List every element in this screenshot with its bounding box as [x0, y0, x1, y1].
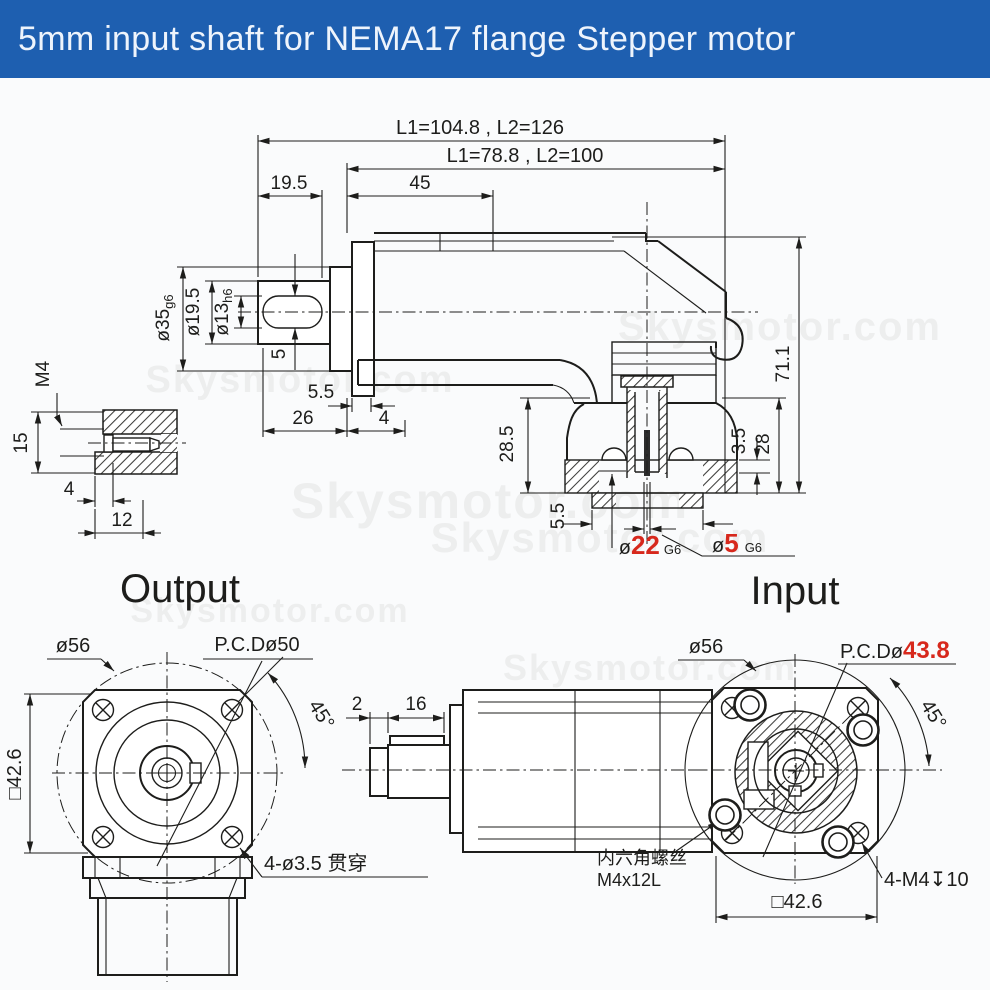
gearbox-center-lines: [238, 202, 758, 545]
gearbox-section-view: L1=104.8 , L2=126 L1=78.8 , L2=100 19.5 …: [153, 117, 806, 560]
dim-length-total: L1=104.8 , L2=126: [396, 117, 564, 139]
dim-thread-m4: M4: [33, 360, 54, 387]
title-banner: 5mm input shaft for NEMA17 flange Steppe…: [0, 0, 990, 78]
page-title: 5mm input shaft for NEMA17 flange Steppe…: [18, 19, 796, 58]
technical-drawing: Skysmotor.com Skysmotor.com Skysmotor.co…: [4, 117, 969, 982]
dim-12: 12: [111, 510, 132, 531]
output-dia56-label: ø56: [56, 635, 90, 657]
dim-5-5: 5.5: [308, 382, 334, 403]
watermark-text: Skysmotor.com: [291, 473, 689, 529]
output-annotations: ø56 P.C.Dø50 45° □42.6 4-ø3.5 贯穿: [4, 634, 428, 878]
screw-note-line2: M4x12L: [597, 870, 661, 890]
setscrew-outline: [88, 409, 186, 475]
dim-4: 4: [379, 408, 390, 429]
gearbox-dimensions: L1=104.8 , L2=126 L1=78.8 , L2=100 19.5 …: [153, 117, 806, 560]
output-square-dim: □42.6: [4, 748, 26, 799]
dim-4-detail: 4: [64, 479, 75, 500]
dim-28: 28: [753, 433, 774, 454]
setscrew-detail-view: M4 15 4 12: [11, 360, 186, 539]
screw-note-line1: 内六角螺丝: [597, 848, 687, 868]
dim-key-5: 5: [269, 349, 290, 360]
watermark-text: Skysmotor.com: [146, 359, 455, 401]
output-holes-label: 4-ø3.5 贯穿: [264, 852, 367, 875]
setscrew-dimensions: M4 15 4 12: [11, 360, 161, 539]
dim-3-5: 3.5: [729, 428, 750, 454]
dim-dia35: ø35g6: [153, 294, 176, 341]
input-annotations: ø56 P.C.Dø43.8 45° 4-M4↧10 □42.6: [678, 636, 969, 923]
dim-71-1: 71.1: [773, 346, 794, 383]
input-side-outline: [342, 689, 713, 853]
output-body-below: [82, 856, 253, 976]
dim-45: 45: [409, 173, 430, 194]
output-flange-outline: [52, 652, 284, 982]
output-label: Output: [120, 567, 240, 611]
dim-dia19-5: ø19.5: [183, 288, 204, 337]
dim-26: 26: [292, 408, 313, 429]
dim-28-5: 28.5: [497, 426, 518, 463]
input-dia56-label: ø56: [689, 636, 723, 658]
watermarks: Skysmotor.com Skysmotor.com Skysmotor.co…: [130, 305, 940, 688]
input-flange-outline: [684, 654, 942, 884]
output-pcd-label: P.C.Dø50: [214, 634, 299, 656]
dim-length-body: L1=78.8 , L2=100: [447, 145, 604, 167]
dim-15: 15: [11, 432, 32, 453]
dim-2: 2: [352, 694, 363, 715]
output-45deg-label: 45°: [304, 696, 339, 733]
input-pcd-label: P.C.Dø43.8: [840, 637, 950, 664]
watermark-text: Skysmotor.com: [130, 592, 409, 630]
dim-19-5: 19.5: [271, 173, 308, 194]
input-side-dimensions: 2 16 内六角螺丝 M4x12L: [346, 694, 720, 890]
input-label: Input: [751, 569, 840, 613]
output-front-view: ø56 P.C.Dø50 45° □42.6 4-ø3.5 贯穿: [4, 634, 428, 982]
dim-5-5-bottom: 5.5: [548, 503, 569, 529]
input-tapped-label: 4-M4↧10: [884, 869, 969, 891]
gearbox-outline: [257, 232, 744, 509]
input-side-view: 2 16 内六角螺丝 M4x12L: [342, 689, 720, 890]
input-front-view: ø56 P.C.Dø43.8 45° 4-M4↧10 □42.6: [678, 636, 969, 923]
input-socket-screws: [708, 688, 880, 859]
input-square-dim: □42.6: [771, 891, 822, 913]
dim-16: 16: [405, 694, 426, 715]
output-corner-screws: [91, 698, 244, 849]
dim-dia13: ø13h6: [212, 288, 235, 335]
